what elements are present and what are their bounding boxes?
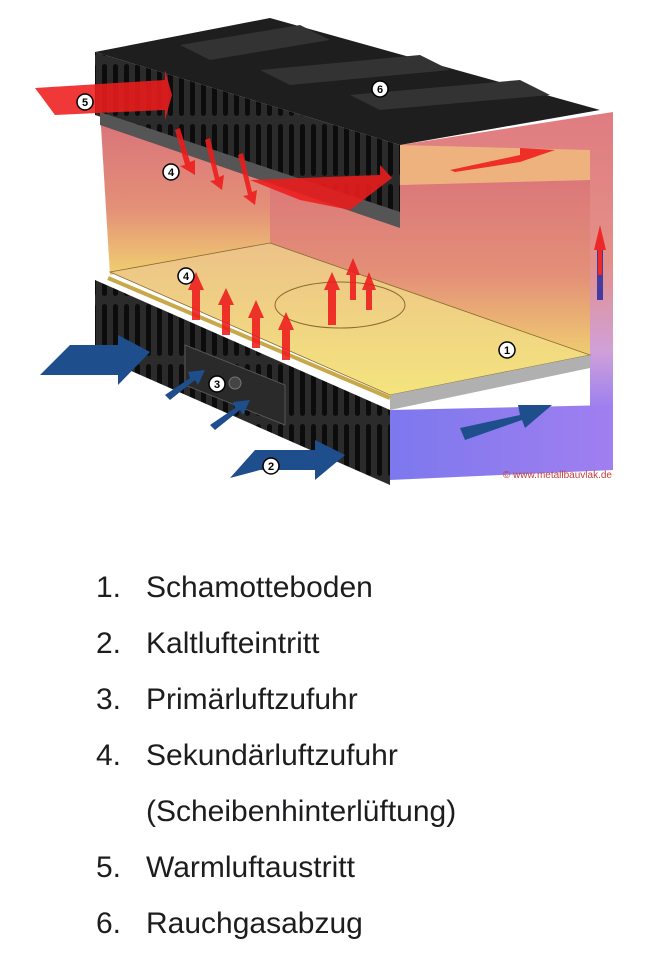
- svg-text:1: 1: [504, 345, 510, 357]
- label-2: 2: [262, 457, 280, 475]
- svg-text:3: 3: [214, 379, 220, 391]
- list-item: 2. Kaltlufteintritt: [0, 616, 666, 672]
- list-item: 6. Rauchgasabzug: [0, 896, 666, 952]
- list-item: 3. Primärluftzufuhr: [0, 672, 666, 728]
- item-text: Rauchgasabzug: [146, 907, 363, 940]
- svg-text:5: 5: [82, 97, 88, 109]
- item-number: 3.: [96, 683, 122, 716]
- item-number: 2.: [96, 627, 122, 660]
- item-text: Sekundärluftzufuhr: [146, 739, 398, 772]
- label-1: 1: [498, 341, 516, 359]
- svg-text:4: 4: [183, 271, 190, 283]
- label-4-top: 4: [162, 163, 180, 181]
- list-item: 5. Warmluftaustritt: [0, 840, 666, 896]
- list-item: 1. Schamotteboden: [0, 560, 666, 616]
- item-text: Schamotteboden: [146, 571, 373, 604]
- label-5: 5: [76, 93, 94, 111]
- secondary-air-arrows: [188, 272, 294, 360]
- item-text: Warmluftaustritt: [146, 851, 355, 884]
- hot-air-arrows: [35, 70, 606, 360]
- item-subtext: (Scheibenhinterlüftung): [146, 795, 457, 828]
- svg-text:6: 6: [377, 84, 383, 96]
- item-text: Primärluftzufuhr: [146, 683, 358, 716]
- underside-air-channel: [390, 405, 613, 480]
- label-6: 6: [371, 80, 389, 98]
- item-text: Kaltlufteintritt: [146, 627, 320, 660]
- bottom-housing: [95, 280, 390, 485]
- label-3: 3: [208, 375, 226, 393]
- svg-text:2: 2: [268, 461, 274, 473]
- fireplace-insert-diagram: 1 2 3 4 4 5 6 © www.metallbauvlak.de: [35, 18, 613, 485]
- legend-list: 1. Schamotteboden 2. Kaltlufteintritt 3. Pr…: [0, 560, 666, 952]
- item-number: 4.: [96, 739, 122, 772]
- item-number: 1.: [96, 571, 122, 604]
- item-number: 5.: [96, 851, 122, 884]
- item-number: 6.: [96, 907, 122, 940]
- cold-air-arrows: [40, 335, 552, 480]
- copyright-text: © www.metallbauvlak.de: [503, 470, 613, 481]
- list-item: 4. Sekundärluftzufuhr (Scheibenhinterlüftu…: [0, 728, 666, 840]
- svg-text:4: 4: [168, 167, 175, 179]
- label-4-bottom: 4: [177, 267, 195, 285]
